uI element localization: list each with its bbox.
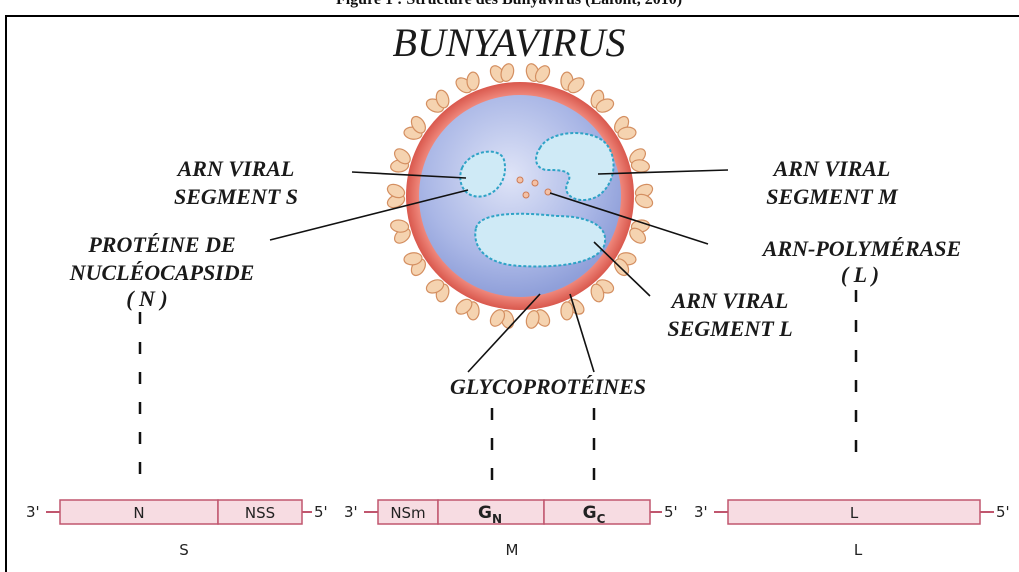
gene-nsm-label: NSm [390,504,425,522]
genome-segment-s: 3' 5' N NSS S [26,500,328,559]
segment-m-label: M [506,541,519,559]
label-proteine-de: PROTÉINE DE [87,232,235,257]
glycoprotein-spike [522,306,553,331]
label-glycoproteines: GLYCOPROTÉINES [450,374,646,399]
genome-segment-m: 3' 5' NSm GN GC M [344,500,678,559]
diagram-title: BUNYAVIRUS [393,20,626,65]
label-arn-viral-s: ARN VIRAL [176,156,295,181]
figure-caption: Figure 1 : Structure des Bunyavirus (Laf… [336,0,682,8]
glycoprotein-spike [487,306,518,331]
gene-l-label: L [850,504,859,522]
label-nucleocapside: NUCLÉOCAPSIDE [69,260,255,285]
label-segment-s: SEGMENT S [174,184,298,209]
polymerase-dot [532,180,538,186]
segment-s-label: S [179,541,189,559]
virion [406,82,634,310]
polymerase-dot [517,177,523,183]
l-five-prime: 5' [996,503,1010,521]
segment-l-label: L [854,541,863,559]
gene-gn-sub: N [492,512,502,526]
label-arn-polymerase: ARN-POLYMÉRASE [761,236,961,261]
gene-nss-label: NSS [245,504,275,522]
s-three-prime: 3' [26,503,40,521]
gene-gc-main: G [583,503,597,523]
rna-segment-l-shape [475,214,605,267]
gene-n-label: N [133,504,144,522]
m-three-prime: 3' [344,503,358,521]
gene-gc-sub: C [597,512,606,526]
s-five-prime: 5' [314,503,328,521]
l-three-prime: 3' [694,503,708,521]
m-five-prime: 5' [664,503,678,521]
label-l: ( L ) [841,262,879,287]
gene-gn-main: G [478,503,492,523]
label-n: ( N ) [126,286,168,311]
genome-segment-l: 3' 5' L L [694,500,1010,559]
polymerase-dot [523,192,529,198]
label-arn-viral-l: ARN VIRAL [670,288,789,313]
polymerase-dot [545,189,551,195]
label-segment-l: SEGMENT L [667,316,792,341]
glycoprotein-spike [633,182,654,210]
label-segment-m: SEGMENT M [766,184,899,209]
label-arn-viral-m: ARN VIRAL [772,156,891,181]
